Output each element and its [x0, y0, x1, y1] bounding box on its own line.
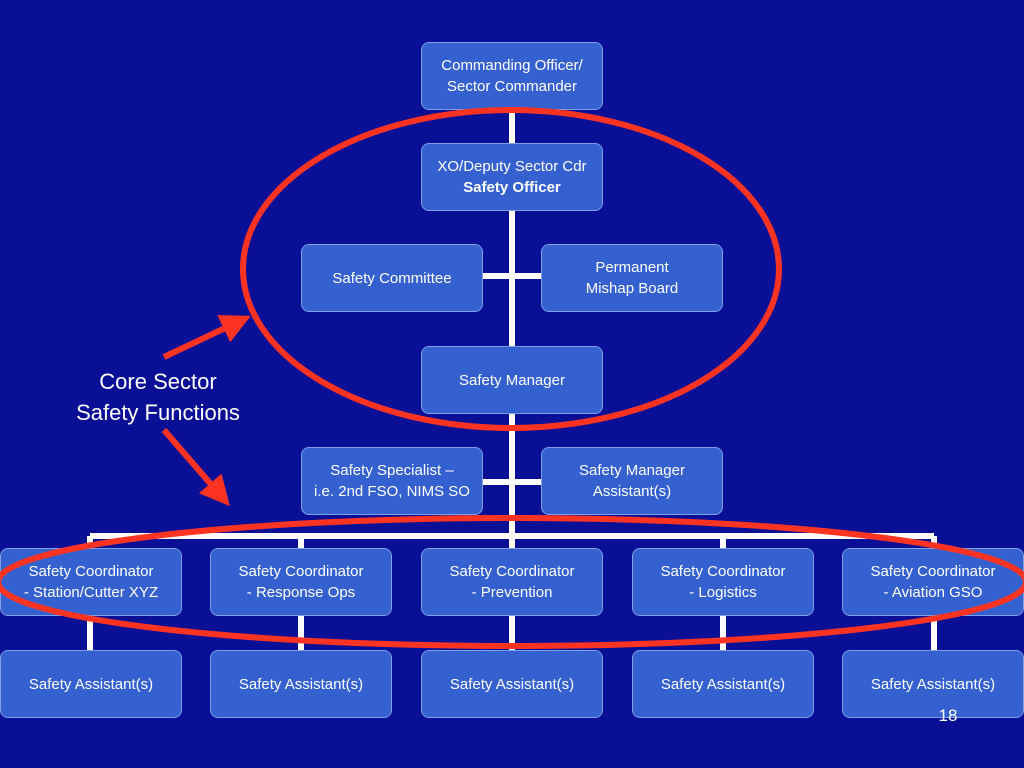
- commanding-officer-box: Commanding Officer/ Sector Commander: [421, 42, 603, 110]
- core-functions-line1: Core Sector: [99, 369, 217, 394]
- safety-manager-label: Safety Manager: [459, 371, 565, 389]
- assistant-label: Safety Assistant(s): [449, 675, 575, 693]
- assistant-box-4: Safety Assistant(s): [632, 650, 814, 718]
- core-functions-label: Core Sector Safety Functions: [40, 366, 276, 428]
- coordinator-title: Safety Coordinator: [449, 563, 575, 580]
- coordinator-station-box: Safety Coordinator - Station/Cutter XYZ: [0, 548, 182, 616]
- safety-specialist-box: Safety Specialist – i.e. 2nd FSO, NIMS S…: [301, 447, 483, 515]
- coordinator-unit: - Aviation GSO: [883, 584, 983, 601]
- assistant-label: Safety Assistant(s): [28, 675, 154, 693]
- coordinator-unit: - Prevention: [471, 584, 553, 601]
- commanding-officer-line2: Sector Commander: [446, 78, 578, 95]
- mishap-board-line1: Permanent: [595, 259, 669, 276]
- xo-title: XO/Deputy Sector Cdr: [437, 158, 587, 175]
- core-functions-line2: Safety Functions: [76, 400, 240, 425]
- manager-assistant-box: Safety Manager Assistant(s): [541, 447, 723, 515]
- coordinator-title: Safety Coordinator: [28, 563, 154, 580]
- coordinator-title: Safety Coordinator: [238, 563, 364, 580]
- coordinator-title: Safety Coordinator: [660, 563, 786, 580]
- coordinator-unit: - Logistics: [689, 584, 757, 601]
- safety-committee-box: Safety Committee: [301, 244, 483, 312]
- assistant-label: Safety Assistant(s): [660, 675, 786, 693]
- manager-assistant-line1: Safety Manager: [579, 462, 685, 479]
- commanding-officer-line1: Commanding Officer/: [441, 57, 583, 74]
- assistant-label: Safety Assistant(s): [238, 675, 364, 693]
- page-number: 18: [938, 706, 958, 725]
- coordinator-unit: - Response Ops: [246, 584, 356, 601]
- assistant-box-3: Safety Assistant(s): [421, 650, 603, 718]
- assistant-box-5: Safety Assistant(s): [842, 650, 1024, 718]
- safety-specialist-line2: i.e. 2nd FSO, NIMS SO: [314, 483, 470, 500]
- manager-assistant-line2: Assistant(s): [592, 483, 672, 500]
- assistant-box-2: Safety Assistant(s): [210, 650, 392, 718]
- xo-safety-officer-box: XO/Deputy Sector Cdr Safety Officer: [421, 143, 603, 211]
- coordinator-title: Safety Coordinator: [870, 563, 996, 580]
- coordinator-aviation-box: Safety Coordinator - Aviation GSO: [842, 548, 1024, 616]
- coordinator-response-box: Safety Coordinator - Response Ops: [210, 548, 392, 616]
- mishap-board-line2: Mishap Board: [585, 280, 679, 297]
- safety-committee-label: Safety Committee: [332, 269, 452, 287]
- coordinator-prevention-box: Safety Coordinator - Prevention: [421, 548, 603, 616]
- safety-specialist-line1: Safety Specialist –: [330, 462, 454, 479]
- coordinator-logistics-box: Safety Coordinator - Logistics: [632, 548, 814, 616]
- safety-officer-title: Safety Officer: [463, 179, 561, 196]
- coordinator-unit: - Station/Cutter XYZ: [23, 584, 159, 601]
- mishap-board-box: Permanent Mishap Board: [541, 244, 723, 312]
- safety-manager-box: Safety Manager: [421, 346, 603, 414]
- assistant-label: Safety Assistant(s): [870, 675, 996, 693]
- assistant-box-1: Safety Assistant(s): [0, 650, 182, 718]
